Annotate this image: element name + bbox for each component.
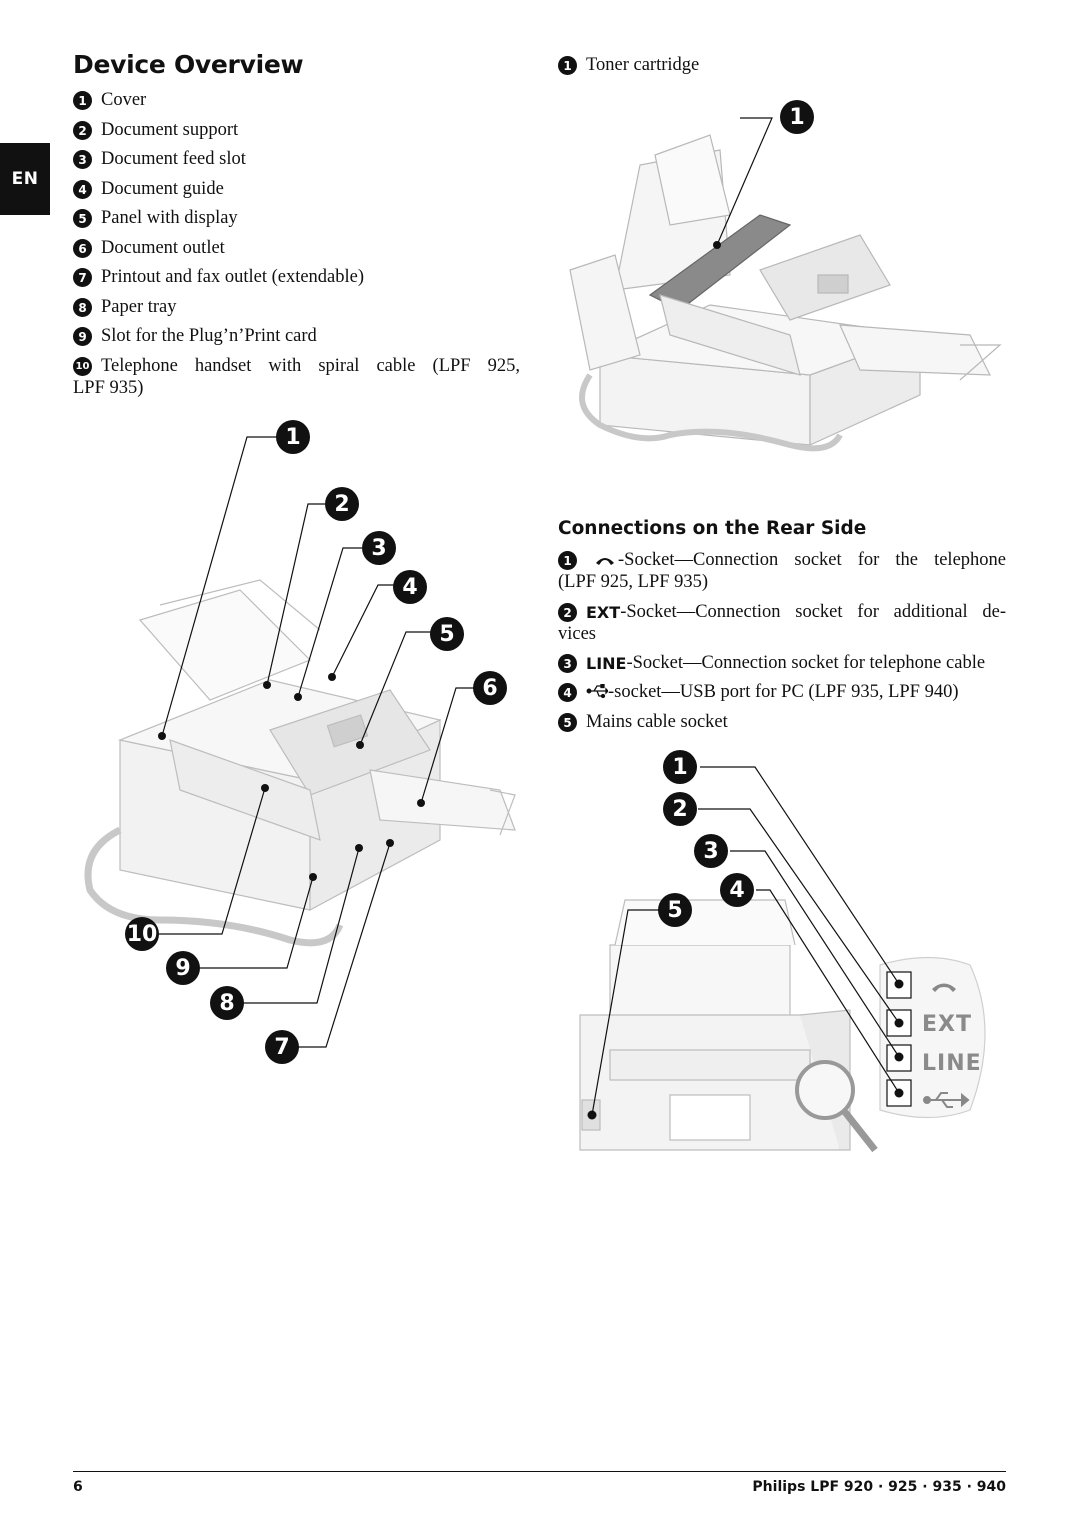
list-item: 3 LINE -Socket—Connection socket for tel… xyxy=(558,652,985,675)
fax-overview-illustration xyxy=(84,436,516,1048)
product-name: Philips LPF 920 · 925 · 935 · 940 xyxy=(752,1479,1006,1495)
item-number-badge: 1 xyxy=(558,551,577,570)
callout-document-outlet: 6 xyxy=(473,671,507,705)
item-number-badge: 8 xyxy=(73,298,92,317)
fax-toner-illustration xyxy=(569,117,1002,452)
item-text: -socket—USB port for PC (LPF 935, LPF 94… xyxy=(608,682,959,702)
item-text-continued: vices xyxy=(558,624,597,644)
language-tab: EN xyxy=(0,143,50,215)
line-socket-label: LINE xyxy=(922,1051,982,1076)
item-text: Document guide xyxy=(101,179,224,199)
item-number-badge: 5 xyxy=(73,209,92,228)
item-number-badge: 2 xyxy=(558,603,577,622)
item-number-badge: 1 xyxy=(73,91,92,110)
list-item: 4 -socket—USB port for PC (LPF 935, LPF … xyxy=(558,681,959,703)
callout-usb-socket: 4 xyxy=(720,873,754,907)
item-number-badge: 3 xyxy=(558,654,577,673)
item-text: Toner cartridge xyxy=(586,55,700,75)
list-item: 7 Printout and fax outlet (extendable) xyxy=(73,266,364,288)
item-text: Document support xyxy=(101,120,239,140)
list-item: 3 Document feed slot xyxy=(73,148,246,170)
item-number-badge: 6 xyxy=(73,239,92,258)
callout-phone-socket: 1 xyxy=(663,750,697,784)
callout-printout-outlet: 7 xyxy=(265,1030,299,1064)
item-number-badge: 9 xyxy=(73,327,92,346)
callout-panel-display: 5 xyxy=(430,617,464,651)
item-number-badge: 7 xyxy=(73,268,92,287)
usb-icon xyxy=(923,1092,970,1108)
callout-cover: 1 xyxy=(276,420,310,454)
section-title-rear: Connections on the Rear Side xyxy=(558,518,867,539)
phone-icon xyxy=(932,983,956,992)
list-item: 2 EXT -Socket—Connection socket for addi… xyxy=(558,601,1006,624)
callout-line-socket: 3 xyxy=(694,834,728,868)
ext-socket-label: EXT xyxy=(922,1012,972,1037)
list-item: 5 Panel with display xyxy=(73,207,238,229)
phone-icon xyxy=(596,558,614,565)
page-title: Device Overview xyxy=(73,50,304,79)
list-item: 1 Cover xyxy=(73,89,146,111)
list-item: 4 Document guide xyxy=(73,178,224,200)
item-number-badge: 2 xyxy=(73,121,92,140)
list-item: 8 Paper tray xyxy=(73,296,177,318)
item-number-badge: 5 xyxy=(558,713,577,732)
item-text: Cover xyxy=(101,90,147,110)
list-item: 1 Toner cartridge xyxy=(558,54,699,76)
list-item: 1 -Socket—Connection socket for the tele… xyxy=(558,549,1006,571)
callout-paper-tray: 8 xyxy=(210,986,244,1020)
callout-handset: 10 xyxy=(125,917,159,951)
item-text: -Socket—Connection socket for the teleph… xyxy=(618,550,1006,570)
item-text: Telephone handset with spiral cable (LPF… xyxy=(101,356,520,376)
item-text: Document feed slot xyxy=(101,149,246,169)
line-label: LINE xyxy=(586,654,627,673)
fax-rear-illustration xyxy=(579,766,986,1153)
item-text-continued: (LPF 925, LPF 935) xyxy=(558,572,709,592)
item-text: -Socket—Connection socket for additional… xyxy=(620,602,1006,622)
page-number: 6 xyxy=(73,1479,83,1495)
callout-ext-socket: 2 xyxy=(663,792,697,826)
list-item: 6 Document outlet xyxy=(73,237,225,259)
item-text: Paper tray xyxy=(101,297,177,317)
callout-toner: 1 xyxy=(780,100,814,134)
callout-card-slot: 9 xyxy=(166,951,200,985)
callout-document-support: 2 xyxy=(325,487,359,521)
callout-document-guide: 4 xyxy=(393,570,427,604)
list-item: 9 Slot for the Plug’n’Print card xyxy=(73,325,317,347)
item-text: Mains cable socket xyxy=(586,712,728,732)
ext-label: EXT xyxy=(586,603,621,622)
list-item: 5 Mains cable socket xyxy=(558,711,728,733)
item-text-continued: LPF 935) xyxy=(73,378,144,398)
list-item: 2 Document support xyxy=(73,119,238,141)
item-number-badge: 4 xyxy=(73,180,92,199)
callout-mains-socket: 5 xyxy=(658,893,692,927)
list-item: 10 Telephone handset with spiral cable (… xyxy=(73,355,520,377)
item-text: -Socket—Connection socket for telephone … xyxy=(626,653,986,673)
item-text: Document outlet xyxy=(101,238,225,258)
footer-divider xyxy=(73,1471,1006,1472)
usb-icon xyxy=(586,684,608,698)
callout-document-feed-slot: 3 xyxy=(362,531,396,565)
item-text: Slot for the Plug’n’Print card xyxy=(101,326,317,346)
item-number-badge: 10 xyxy=(73,357,92,376)
item-number-badge: 1 xyxy=(558,56,577,75)
item-text: Printout and fax outlet (extendable) xyxy=(101,267,365,287)
item-text: Panel with display xyxy=(101,208,238,228)
item-number-badge: 3 xyxy=(73,150,92,169)
item-number-badge: 4 xyxy=(558,683,577,702)
